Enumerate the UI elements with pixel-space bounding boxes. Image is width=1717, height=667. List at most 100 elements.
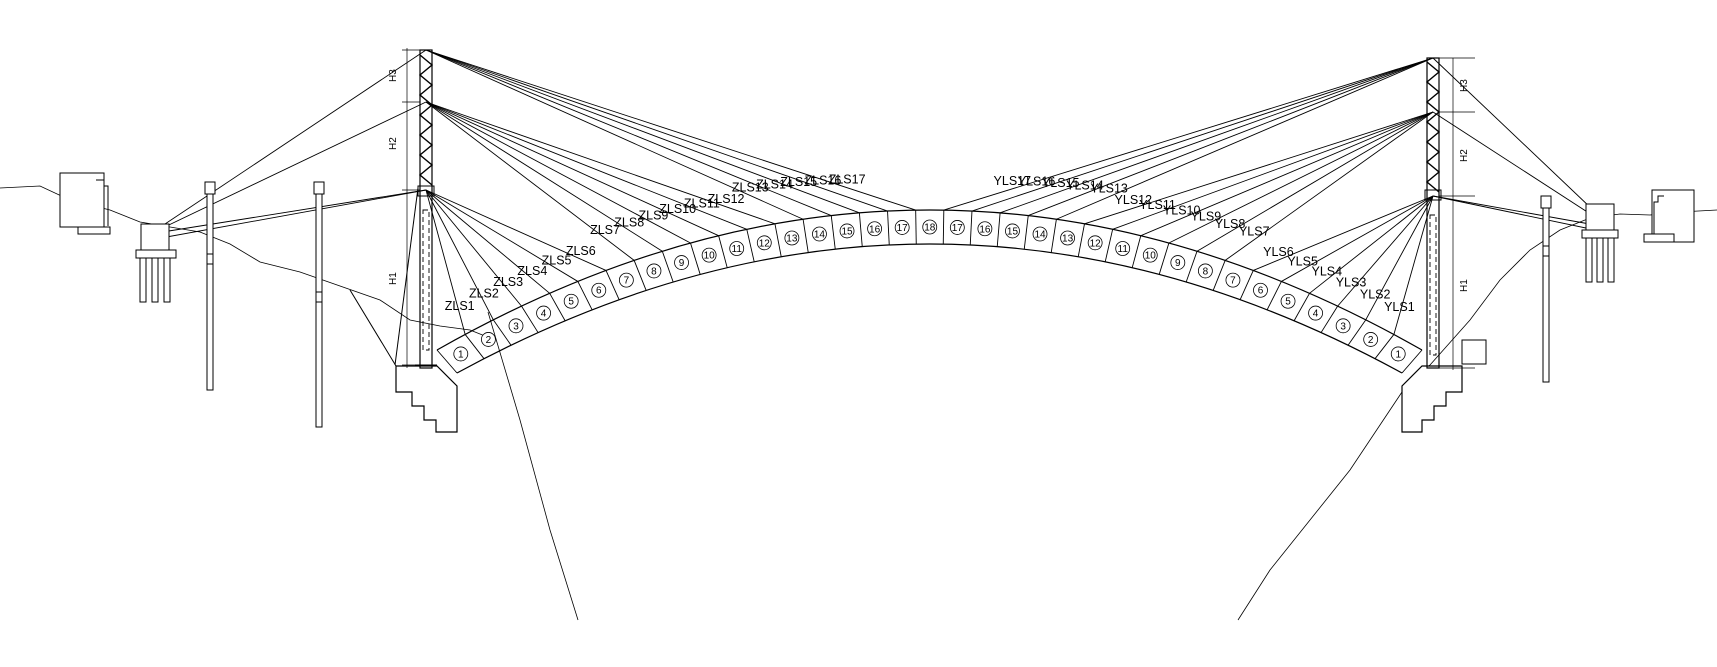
segment-number-circle <box>618 272 634 288</box>
segment-number-circle <box>756 235 772 251</box>
segment-joint <box>858 212 863 247</box>
segment-number-circle <box>1280 293 1296 309</box>
left-cable <box>425 101 776 225</box>
right-pile-1 <box>1540 195 1552 383</box>
segment-number-text: 12 <box>1090 238 1102 249</box>
segment-number: 2 <box>1363 332 1379 347</box>
segment-number: 4 <box>1308 305 1323 321</box>
segment-number-circle <box>1335 318 1351 334</box>
segment-joint <box>942 210 945 245</box>
right-cable <box>1140 111 1434 237</box>
segment-number-circle <box>1197 263 1213 279</box>
right-cable <box>1309 195 1434 294</box>
segment-number-circle <box>536 305 551 321</box>
right-cable-label: YLS16 <box>1018 175 1056 189</box>
segment-number-text: 4 <box>541 309 547 320</box>
segment-number-text: 7 <box>1230 276 1236 287</box>
segment-number-circle <box>867 221 883 237</box>
segment-number-circle <box>1060 230 1075 246</box>
right-cable-label: YLS17 <box>994 174 1032 188</box>
left-cable <box>425 49 832 217</box>
right-cable-label: YLS14 <box>1066 179 1104 193</box>
segment-joint <box>887 211 890 245</box>
segment-number-text: 2 <box>1368 335 1374 346</box>
segment-number: 5 <box>1280 293 1296 309</box>
segment-number: 13 <box>784 230 800 246</box>
segment-number-text: 3 <box>1340 321 1346 332</box>
segment-number-text: 13 <box>786 233 798 244</box>
right-cable-label: YLS4 <box>1312 265 1343 279</box>
segment-number-text: 10 <box>1145 251 1157 262</box>
left-cable-label: ZLS15 <box>780 175 817 189</box>
right-backstay-group <box>1432 57 1613 233</box>
segment-number: 6 <box>591 282 607 298</box>
segment-number-text: 5 <box>1285 297 1291 308</box>
segment-number-text: 16 <box>979 224 991 235</box>
segment-number-text: 7 <box>624 276 630 287</box>
segment-number: 1 <box>453 346 469 362</box>
segment-number-circle <box>1308 305 1323 321</box>
segment-number-circle <box>674 255 689 270</box>
segment-number-circle <box>453 346 469 362</box>
segment-number: 12 <box>756 235 772 251</box>
left-dim-h3: H3 <box>388 69 399 82</box>
segment-number-circle <box>480 332 496 347</box>
left-tower-inner-pipe <box>422 209 430 351</box>
segment-joint <box>464 334 485 359</box>
left-cable <box>425 49 804 220</box>
segment-number-circle <box>591 282 607 298</box>
ground-profile-left <box>0 185 579 621</box>
right-cable <box>1224 111 1434 261</box>
segment-number: 7 <box>1225 272 1241 288</box>
right-tower-cable-saddle <box>1424 189 1442 201</box>
left-cable <box>425 49 916 211</box>
segment-number-text: 18 <box>924 223 936 234</box>
left-backstay-group <box>149 49 427 241</box>
segment-number-circle <box>949 220 965 235</box>
segment-number-circle <box>1115 241 1131 256</box>
right-abutment <box>1401 365 1463 433</box>
right-tower-mast <box>1426 57 1440 369</box>
segment-joint <box>1131 235 1142 268</box>
segment-number-text: 5 <box>568 297 574 308</box>
left-cable <box>425 101 747 230</box>
segment-number: 15 <box>839 223 855 239</box>
segment-number-text: 8 <box>651 266 657 277</box>
right-cable-label: YLS7 <box>1239 225 1270 239</box>
ground-profile-right <box>1237 209 1717 621</box>
segment-number-text: 1 <box>458 349 464 360</box>
arch-ring <box>436 209 1423 374</box>
segment-number-text: 1 <box>1395 349 1401 360</box>
segment-number-text: 13 <box>1062 233 1074 244</box>
right-cable-label: YLS2 <box>1360 287 1391 301</box>
segment-joint <box>996 212 1001 247</box>
right-tower-base-block <box>1461 339 1487 365</box>
segment-number-text: 12 <box>759 238 771 249</box>
segment-number-text: 6 <box>596 286 602 297</box>
segment-number-circle <box>894 220 910 235</box>
segment-joint <box>969 211 973 245</box>
segment-number-circle <box>922 219 938 235</box>
right-cable <box>1365 195 1434 321</box>
segment-number: 8 <box>1197 263 1213 279</box>
segment-number: 5 <box>563 293 579 309</box>
segment-number: 4 <box>536 305 551 321</box>
right-cable-label: YLS12 <box>1115 193 1153 207</box>
segment-number-circle <box>1253 282 1268 298</box>
segment-joint <box>1401 349 1423 374</box>
segment-number: 8 <box>646 263 662 279</box>
right-cable-label: YLS10 <box>1163 203 1201 217</box>
segment-number-text: 2 <box>486 335 492 346</box>
segment-number: 12 <box>1087 235 1103 251</box>
right-cable <box>1337 195 1434 307</box>
segment-number: 7 <box>618 272 634 288</box>
segment-joint <box>436 349 458 374</box>
segment-joint <box>746 229 755 262</box>
left-cable <box>425 189 550 294</box>
segment-number-circle <box>1390 346 1406 362</box>
right-anchorage <box>1581 203 1619 283</box>
right-cable-label: YLS6 <box>1263 245 1294 259</box>
segment-number-circle <box>646 263 662 279</box>
segment-number-circle <box>701 247 717 263</box>
